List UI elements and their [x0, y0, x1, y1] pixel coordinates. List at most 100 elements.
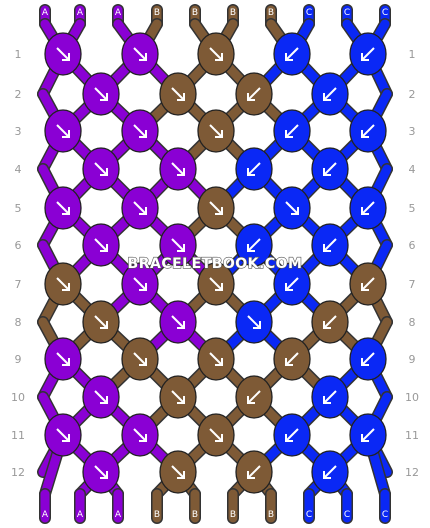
watermark: BRACELETBOOK.COM: [128, 256, 303, 272]
row-number-left: 12: [11, 466, 25, 479]
knot-row8-3: [235, 300, 273, 344]
knot-row7-1: [44, 262, 82, 306]
knot-arrow-shaft: [362, 201, 375, 214]
strand-label-bottom: C: [344, 510, 350, 520]
knot-row12-2: [159, 450, 197, 494]
knot-arrow-shaft: [247, 315, 260, 328]
knot-arrow-shaft: [133, 201, 146, 214]
knot-arrow-shaft: [171, 238, 184, 251]
row-number-right: 3: [409, 125, 416, 138]
knot-row12-4: [311, 450, 349, 494]
knot-arrow-shaft: [171, 390, 184, 403]
knot-row3-4: [273, 109, 311, 153]
strand-label-bottom: B: [154, 510, 160, 520]
strand-label-bottom: A: [77, 510, 84, 520]
knot-row11-1: [44, 413, 82, 457]
knot-arrow-shaft: [56, 201, 69, 214]
knot-arrow-shaft: [94, 465, 107, 478]
row-number-left: 7: [15, 278, 22, 291]
knot-row7-4: [273, 262, 311, 306]
strand-label-top: C: [382, 8, 388, 18]
knot-arrow-shaft: [94, 390, 107, 403]
knot-arrow-head: [139, 358, 147, 366]
knot-arrow-shaft: [324, 87, 337, 100]
knot-row3-2: [121, 109, 159, 153]
strand-label-top: A: [115, 8, 122, 18]
knot-arrow-head: [285, 53, 293, 61]
knot-row3-5: [349, 109, 387, 153]
knot-row4-1: [82, 147, 120, 191]
knot-arrow-head: [177, 396, 185, 404]
knot-arrow-shaft: [324, 162, 337, 175]
strand-label-top: B: [192, 8, 198, 18]
row-number-left: 8: [15, 316, 22, 329]
knot-arrow-shaft: [133, 277, 146, 290]
knot-row1-3: [197, 32, 235, 76]
knot-arrow-shaft: [362, 352, 375, 365]
knot-arrow-head: [139, 53, 147, 61]
knot-arrow-head: [177, 93, 185, 101]
knot-arrow-head: [323, 321, 331, 329]
knot-row10-3: [235, 375, 273, 419]
knot-arrow-head: [253, 321, 261, 329]
strand-label-top: A: [77, 8, 84, 18]
knot-row2-1: [82, 72, 120, 116]
knot-row8-2: [159, 300, 197, 344]
knot-arrow-head: [177, 471, 185, 479]
strand-label-top: C: [344, 8, 350, 18]
knot-arrow-head: [100, 396, 108, 404]
row-number-right: 11: [405, 429, 419, 442]
row-number-left: 2: [15, 88, 22, 101]
knot-arrow-head: [291, 207, 299, 215]
knot-arrow-head: [361, 434, 369, 442]
knot-arrow-shaft: [56, 352, 69, 365]
knot-arrow-shaft: [248, 87, 261, 100]
knot-arrow-head: [323, 244, 331, 252]
knot-row3-1: [44, 109, 82, 153]
knot-arrow-head: [100, 244, 108, 252]
knot-row12-3: [235, 450, 273, 494]
knot-arrow-head: [323, 471, 331, 479]
knot-row9-3: [197, 337, 235, 381]
knot-row4-2: [159, 147, 197, 191]
knot-arrow-shaft: [286, 277, 299, 290]
knot-arrow-shaft: [209, 47, 222, 60]
knot-arrow-head: [323, 396, 331, 404]
knot-row4-4: [311, 147, 349, 191]
knot-arrow-head: [62, 130, 70, 138]
row-number-right: 4: [409, 163, 416, 176]
strand-label-bottom: C: [306, 510, 312, 520]
knot-arrow-shaft: [286, 428, 299, 441]
strand-label-bottom: B: [268, 510, 274, 520]
knot-arrow-shaft: [324, 390, 337, 403]
knot-arrow-head: [100, 471, 108, 479]
knot-row1-5: [349, 32, 387, 76]
knot-arrow-shaft: [248, 390, 261, 403]
knot-arrow-head: [215, 130, 223, 138]
row-number-left: 9: [15, 353, 22, 366]
row-number-right: 9: [409, 353, 416, 366]
knot-row6-1: [82, 223, 120, 267]
knot-row10-2: [159, 375, 197, 419]
knot-arrow-shaft: [171, 315, 184, 328]
knot-row1-4: [273, 32, 311, 76]
strand-label-bottom: A: [42, 510, 49, 520]
knot-arrow-head: [215, 283, 223, 291]
row-number-right: 1: [409, 48, 416, 61]
knot-row2-2: [159, 72, 197, 116]
knot-arrow-head: [215, 53, 223, 61]
knot-arrow-shaft: [94, 162, 107, 175]
knot-arrow-shaft: [209, 428, 222, 441]
row-number-right: 8: [409, 316, 416, 329]
knot-arrow-shaft: [362, 47, 375, 60]
knot-arrow-head: [139, 283, 147, 291]
knot-row1-1: [44, 32, 82, 76]
knot-arrow-shaft: [94, 87, 107, 100]
row-number-left: 3: [15, 125, 22, 138]
knot-arrow-head: [285, 130, 293, 138]
knot-arrow-shaft: [362, 277, 375, 290]
knot-row11-4: [273, 413, 311, 457]
row-number-right: 2: [409, 88, 416, 101]
row-number-left: 4: [15, 163, 22, 176]
knot-arrow-shaft: [248, 465, 261, 478]
